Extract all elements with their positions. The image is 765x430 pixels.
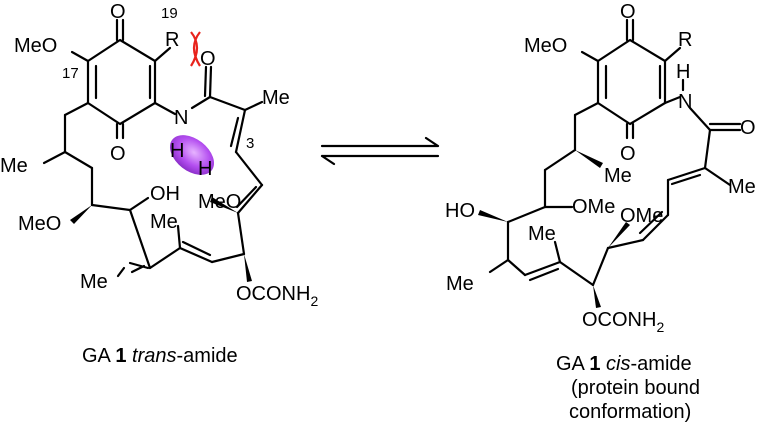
- trans-amide-structure: O MeO R O N Me O H H Me OH MeO MeO Me Me…: [0, 1, 318, 367]
- right-caption-line3: conformation): [569, 401, 691, 423]
- left-methoxy-label: MeO: [14, 35, 57, 57]
- left-r-group: R: [165, 29, 179, 51]
- right-hydroxyl: HO: [445, 200, 475, 222]
- left-hydrogen-2: H: [198, 158, 212, 180]
- right-methoxy-c6: OMe: [620, 205, 663, 227]
- left-oxygen-amide: O: [200, 48, 216, 70]
- right-r-group: R: [678, 29, 692, 51]
- left-methyl-top: Me: [262, 87, 290, 109]
- right-methoxy-c12: OMe: [572, 196, 615, 218]
- right-nitrogen: N: [678, 91, 692, 113]
- right-caption-line1: GA 1 cis-amide: [556, 353, 692, 375]
- left-methoxy-c6: MeO: [198, 191, 241, 213]
- right-methyl-side: Me: [728, 176, 756, 198]
- right-methoxy-label: MeO: [524, 35, 567, 57]
- right-methyl-c10: Me: [446, 273, 474, 295]
- equilibrium-arrows: [320, 136, 440, 166]
- right-hydrogen: H: [676, 61, 690, 83]
- left-hydroxyl: OH: [150, 183, 180, 205]
- right-oxygen-bottom: O: [620, 143, 636, 165]
- left-locant-19: 19: [161, 5, 178, 22]
- cis-amide-structure: O MeO R H N O O Me Me HO OMe OMe Me Me O…: [445, 1, 756, 423]
- right-caption-line2: (protein bound: [571, 377, 700, 399]
- hh-interaction-highlight: [169, 135, 215, 175]
- left-hydrogen-1: H: [170, 140, 184, 162]
- left-methoxy-c11: MeO: [18, 213, 61, 235]
- left-nitrogen: N: [174, 107, 188, 129]
- right-oxygen-top: O: [620, 1, 636, 23]
- left-methyl-c8: Me: [150, 211, 178, 233]
- left-oxygen-bottom: O: [110, 143, 126, 165]
- left-locant-17: 17: [62, 65, 79, 82]
- right-methyl-chain: Me: [604, 165, 632, 187]
- left-locant-3: 3: [246, 135, 254, 152]
- right-carbamate: OCONH2: [582, 309, 664, 335]
- right-methyl-c8: Me: [528, 223, 556, 245]
- left-methyl-chain: Me: [0, 155, 28, 177]
- left-carbamate: OCONH2: [236, 283, 318, 309]
- left-caption: GA 1 trans-amide: [82, 345, 238, 367]
- left-oxygen-top: O: [110, 1, 126, 23]
- left-methyl-c10: Me: [80, 271, 108, 293]
- right-oxygen-amide: O: [740, 117, 756, 139]
